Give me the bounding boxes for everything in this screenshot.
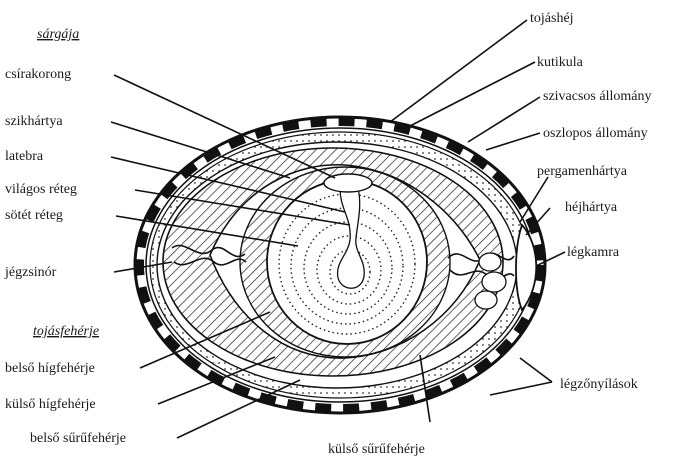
label-vitelline-membrane: szikhártya — [5, 114, 63, 129]
label-inner-thick-white: belső sűrűfehérje — [30, 431, 126, 446]
label-outer-thick-white: külső sűrűfehérje — [328, 442, 425, 457]
label-spongy-layer: szivacsos állomány — [543, 89, 651, 104]
label-germinal-disc: csírakorong — [5, 67, 71, 82]
label-parchment-membrane: pergamenhártya — [537, 164, 628, 179]
label-chalaza: jégzsinór — [4, 265, 57, 280]
yolk-section-header: sárgája — [37, 27, 79, 42]
label-dark-layer: sötét réteg — [5, 208, 63, 223]
label-light-layer: világos réteg — [5, 182, 77, 197]
label-air-cell: légkamra — [567, 245, 620, 260]
white-section-header: tojásfehérje — [33, 324, 99, 339]
label-air-pores: légzőnyílások — [560, 377, 638, 392]
label-outer-thin-white: külső hígfehérje — [5, 397, 96, 412]
label-shell: tojáshéj — [530, 11, 574, 26]
label-latebra: latebra — [5, 149, 44, 164]
label-shell-membrane: héjhártya — [565, 200, 618, 215]
label-cuticle: kutikula — [537, 55, 584, 70]
label-columnar-layer: oszlopos állomány — [543, 126, 648, 141]
label-inner-thin-white: belső hígfehérje — [5, 361, 95, 376]
